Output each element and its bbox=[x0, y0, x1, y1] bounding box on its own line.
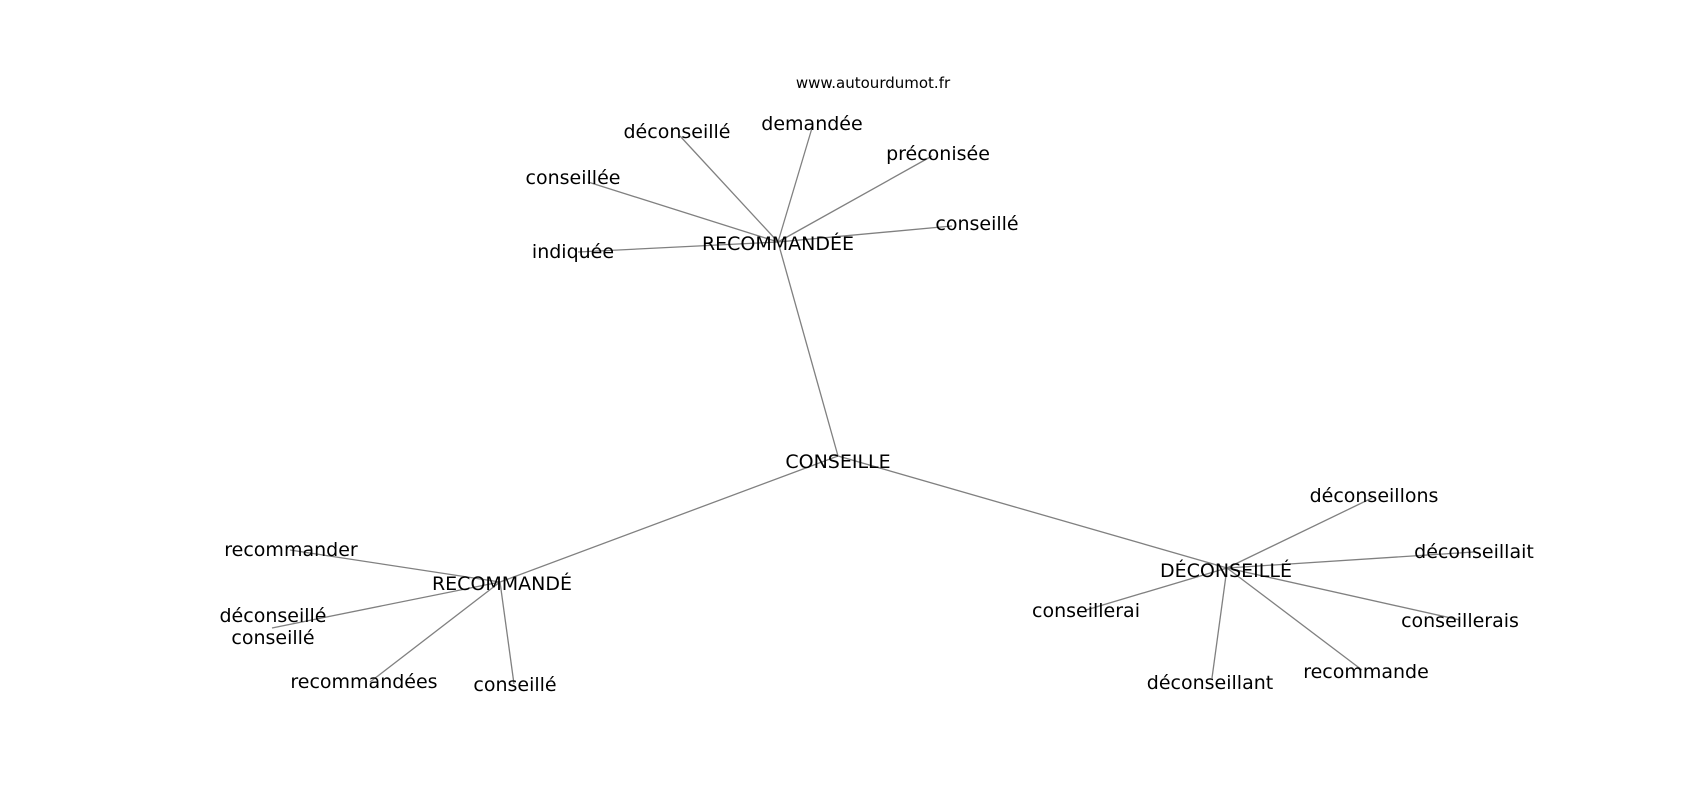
leaf-deconseillant: déconseillant bbox=[1147, 672, 1273, 694]
edge-center-deconseille bbox=[837, 455, 1228, 569]
edge-center-recommandee bbox=[777, 241, 839, 457]
leaf-conseille-sub: conseillé bbox=[231, 627, 314, 649]
edges bbox=[271, 127, 1475, 685]
hub-nodes: CONSEILLE RECOMMANDÉE RECOMMANDÉ DÉCONSE… bbox=[432, 232, 1292, 595]
leaf-conseillee: conseillée bbox=[526, 167, 621, 189]
leaf-conseillerais: conseillerais bbox=[1401, 610, 1519, 632]
node-hub-recommandee: RECOMMANDÉE bbox=[702, 232, 854, 255]
edge-recommandee-indiquee bbox=[577, 241, 779, 253]
leaf-demandee: demandée bbox=[761, 113, 862, 135]
edge-recommande-recommander bbox=[289, 549, 501, 583]
edge-recommandee-deconseille bbox=[679, 135, 779, 243]
deconseille-leaves: déconseillons déconseillait conseillerai… bbox=[1032, 485, 1534, 694]
node-hub-recommande: RECOMMANDÉ bbox=[432, 572, 572, 595]
leaf-indiquee: indiquée bbox=[532, 241, 614, 263]
leaf-conseille: conseillé bbox=[935, 213, 1018, 235]
node-center: CONSEILLE bbox=[785, 451, 890, 473]
recommande-leaves: recommander déconseillé conseillé recomm… bbox=[220, 539, 557, 696]
node-hub-deconseille: DÉCONSEILLÉ bbox=[1160, 559, 1292, 582]
edge-deconseille-conseillerai bbox=[1085, 567, 1228, 611]
leaf-recommandees: recommandées bbox=[290, 671, 437, 693]
edge-recommande-deconseille-conseille bbox=[271, 581, 501, 629]
edge-recommandee-conseille bbox=[777, 225, 953, 243]
leaf-deconseillait: déconseillait bbox=[1414, 541, 1534, 563]
edge-recommandee-preconisee bbox=[777, 155, 933, 243]
site-credit: www.autourdumot.fr bbox=[796, 74, 951, 92]
edge-recommande-recommandees bbox=[369, 581, 501, 683]
edge-recommandee-conseillee bbox=[587, 181, 779, 243]
leaf-recommande: recommande bbox=[1303, 661, 1429, 683]
edge-deconseille-recommande bbox=[1226, 567, 1363, 671]
leaf-conseille: conseillé bbox=[473, 674, 556, 696]
edge-deconseille-deconseillant bbox=[1211, 567, 1228, 679]
edge-deconseille-deconseillons bbox=[1226, 497, 1373, 569]
leaf-preconisee: préconisée bbox=[886, 143, 990, 165]
leaf-deconseillons: déconseillons bbox=[1310, 485, 1439, 507]
leaf-deconseille: déconseillé bbox=[624, 121, 731, 143]
recommandee-leaves: déconseillé demandée préconisée conseill… bbox=[526, 113, 1019, 263]
edge-center-recommande bbox=[499, 455, 839, 583]
edge-recommande-conseille bbox=[499, 581, 515, 685]
leaf-recommander: recommander bbox=[224, 539, 358, 561]
leaf-deconseille: déconseillé bbox=[220, 605, 327, 627]
edge-deconseille-conseillerais bbox=[1226, 567, 1461, 621]
leaf-conseillerai: conseillerai bbox=[1032, 600, 1140, 622]
edge-recommandee-demandee bbox=[777, 127, 813, 243]
edge-deconseille-deconseillait bbox=[1226, 551, 1475, 569]
